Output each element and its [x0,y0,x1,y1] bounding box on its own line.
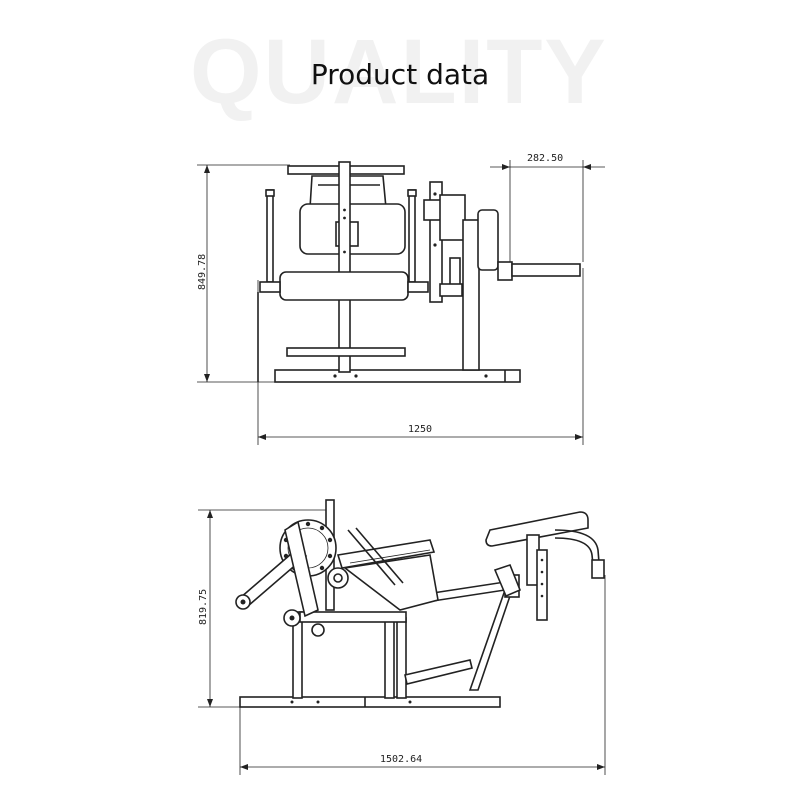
width-label-side: 1502.64 [380,754,422,765]
width-dimension-side: 1502.64 [239,575,606,775]
quality-watermark: QUALITY [190,21,608,123]
width-dimension-front: 1250 [257,268,584,445]
height-dimension-side: 819.75 [198,509,330,708]
height-label-side: 819.75 [198,589,209,625]
side-view-drawing: 819.75 1502.64 [198,499,606,775]
extension-label: 282.50 [527,153,563,164]
extension-dimension: 282.50 [490,153,605,270]
height-label-front: 849.78 [197,254,208,290]
width-label-front: 1250 [408,424,432,435]
front-view-drawing: 849.78 1250 282.50 [197,153,605,445]
page-title: Product data [310,58,490,91]
height-dimension-front: 849.78 [197,164,290,383]
